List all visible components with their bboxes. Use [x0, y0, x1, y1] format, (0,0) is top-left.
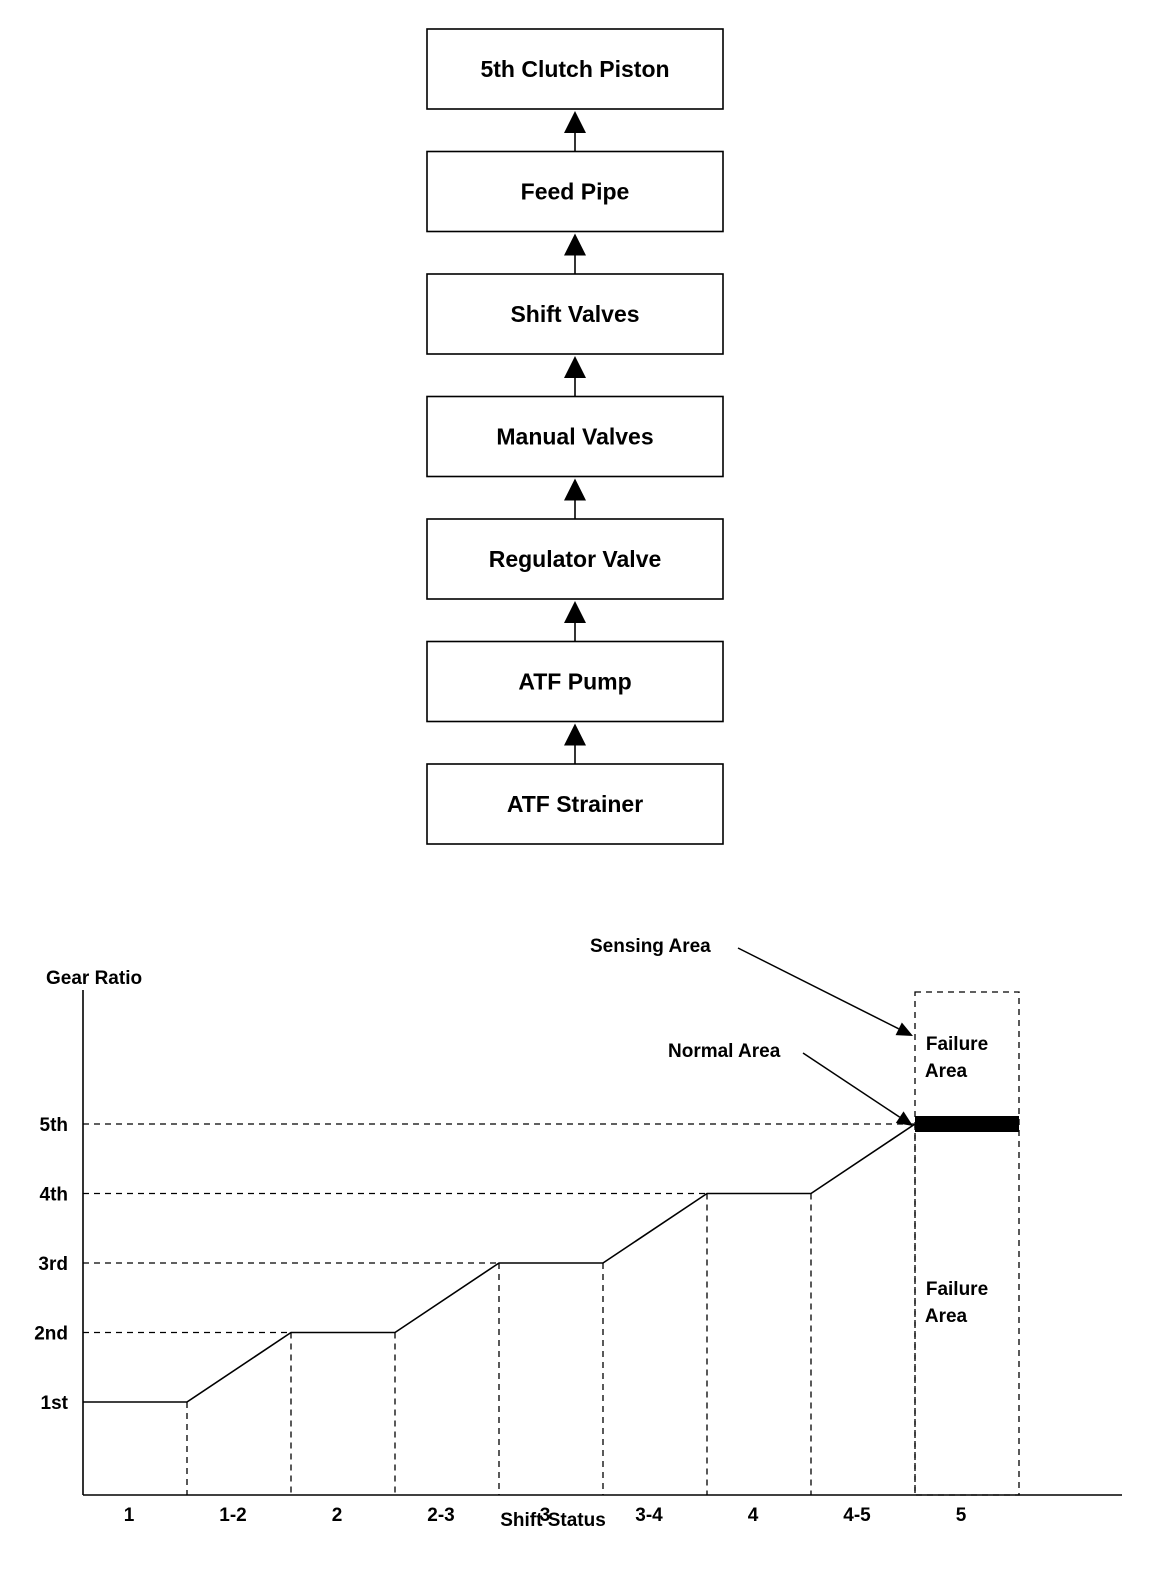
flow-arrow-up	[564, 601, 586, 642]
flow-block-label: ATF Pump	[518, 669, 631, 695]
failure-area-top-line2: Area	[925, 1061, 968, 1082]
failure-area-bottom-line2: Area	[925, 1306, 968, 1327]
flow-arrow-up	[564, 356, 586, 397]
y-tick-label: 1st	[41, 1393, 69, 1414]
flow-block-box	[426, 763, 724, 845]
x-tick-label: 3	[540, 1505, 551, 1526]
flow-block: Feed Pipe	[426, 150, 724, 233]
flow-block-label: Manual Valves	[496, 424, 653, 450]
x-tick-label: 3-4	[635, 1505, 663, 1526]
x-tick-label: 4-5	[843, 1505, 871, 1526]
flow-arrow-up	[564, 723, 586, 764]
flow-block: 5th Clutch Piston	[426, 28, 724, 110]
x-tick-label: 1	[124, 1505, 135, 1526]
sensing-area-label: Sensing Area	[590, 936, 711, 957]
y-tick-label: 5th	[40, 1115, 69, 1136]
y-axis-title: Gear Ratio	[46, 968, 142, 989]
x-tick-label: 2	[332, 1505, 343, 1526]
y-tick-label: 4th	[40, 1185, 69, 1206]
flow-block: Regulator Valve	[426, 518, 724, 600]
failure-area-bottom-line1: Failure	[926, 1279, 988, 1300]
x-tick-label: 2-3	[427, 1505, 454, 1526]
failure-area-top-line1: Failure	[926, 1034, 988, 1055]
flow-block: ATF Pump	[426, 640, 724, 723]
flow-block-box	[426, 518, 724, 600]
flow-block: Shift Valves	[426, 273, 724, 355]
flow-arrow-up	[564, 478, 586, 519]
flow-block-label: Regulator Valve	[489, 546, 662, 572]
flow-block: Manual Valves	[426, 395, 724, 478]
flow-block: ATF Strainer	[426, 763, 724, 845]
normal-area-bar	[915, 1116, 1019, 1132]
y-tick-label: 2nd	[34, 1324, 68, 1345]
failure-zone-box	[914, 991, 1020, 1496]
y-tick-label: 3rd	[38, 1254, 68, 1275]
flow-block-label: Feed Pipe	[521, 179, 630, 205]
normal-area-pointer	[802, 1052, 913, 1126]
flow-block-label: 5th Clutch Piston	[480, 56, 669, 82]
x-axis-title: Shift Status	[500, 1510, 606, 1531]
flow-arrow-up	[564, 233, 586, 274]
x-tick-label: 5	[956, 1505, 967, 1526]
flow-block-box	[426, 150, 724, 233]
sensing-area-pointer	[737, 947, 913, 1036]
flow-block-box	[426, 640, 724, 723]
flow-arrow-up	[564, 111, 586, 152]
flow-block-box	[426, 395, 724, 478]
normal-area-label: Normal Area	[668, 1041, 781, 1062]
flow-block-label: ATF Strainer	[507, 791, 643, 817]
x-tick-label: 4	[748, 1505, 759, 1526]
x-tick-label: 1-2	[219, 1505, 246, 1526]
flow-block-box	[426, 28, 724, 110]
flow-block-label: Shift Valves	[510, 301, 639, 327]
